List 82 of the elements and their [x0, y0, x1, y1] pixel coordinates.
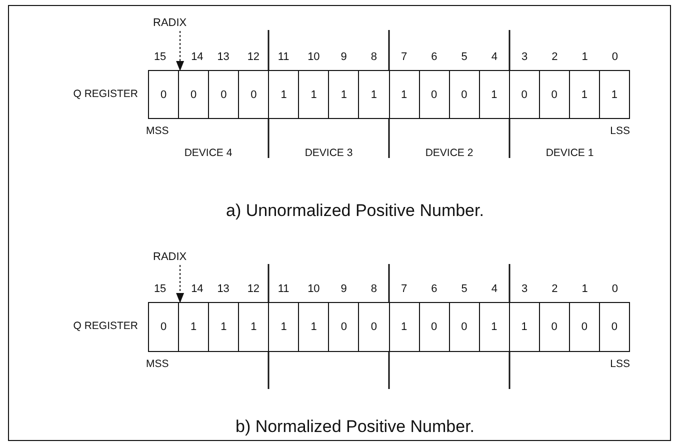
bit-cell: 0 [209, 71, 240, 118]
bit-number: 7 [401, 52, 408, 63]
bit-cell: 0 [450, 71, 480, 118]
bit-number: 0 [612, 284, 618, 295]
bit-cell: 1 [299, 303, 330, 351]
bit-number: 12 [247, 52, 260, 63]
bit-number: 6 [431, 284, 438, 295]
register-name: Q REGISTER [73, 321, 138, 332]
bit-number: 11 [278, 52, 290, 63]
bit-cell: 0 [600, 303, 629, 351]
bit-cell: 0 [570, 303, 600, 351]
bit-cell: 1 [299, 71, 330, 118]
bit-cell: 0 [510, 71, 540, 118]
bit-number: 5 [461, 284, 468, 295]
bit-number: 14 [191, 284, 204, 295]
bit-cell: 1 [269, 303, 300, 351]
bit-number: 13 [217, 52, 230, 63]
device-label: DEVICE 3 [304, 148, 353, 158]
bit-cell: 1 [480, 71, 510, 118]
bit-cell: 0 [149, 303, 180, 351]
bit-number: 3 [522, 52, 528, 63]
radix-label: RADIX [153, 18, 187, 29]
bit-number: 5 [461, 52, 468, 63]
bit-number: 12 [247, 284, 260, 295]
mss-label: MSS [146, 126, 169, 136]
bit-cell: 1 [179, 303, 210, 351]
radix-label: RADIX [153, 252, 187, 263]
bit-cell: 1 [269, 71, 300, 118]
bit-number: 3 [522, 284, 528, 295]
bit-cell: 0 [540, 71, 570, 118]
bit-cell: 1 [329, 71, 360, 118]
bit-number: 0 [612, 52, 618, 63]
bit-cell: 1 [480, 303, 510, 351]
bit-cell: 0 [359, 303, 390, 351]
bit-number: 6 [431, 52, 438, 63]
bit-number: 15 [154, 52, 166, 63]
bit-number: 8 [370, 52, 377, 63]
bit-cell: 0 [450, 303, 480, 351]
bit-number: 4 [491, 284, 498, 295]
register-box [148, 302, 630, 352]
bit-number: 11 [278, 284, 290, 295]
bit-cell: 1 [390, 303, 420, 351]
bit-number: 10 [308, 284, 320, 295]
bit-number: 1 [582, 52, 588, 63]
bit-number: 13 [217, 284, 230, 295]
bit-cell: 0 [149, 71, 180, 118]
bit-number: 2 [552, 52, 558, 63]
caption: b) Normalized Positive Number. [235, 418, 475, 435]
bit-cell: 1 [510, 303, 540, 351]
bit-number: 14 [191, 52, 204, 63]
bit-cell: 1 [239, 303, 270, 351]
caption: a) Unnormalized Positive Number. [226, 202, 484, 219]
device-label: DEVICE 1 [546, 148, 594, 158]
register-box [148, 70, 630, 119]
bit-number: 15 [154, 284, 166, 295]
bit-number: 1 [582, 284, 588, 295]
bit-cell: 0 [329, 303, 360, 351]
device-label: DEVICE 4 [184, 148, 232, 158]
bit-cell: 1 [359, 71, 390, 118]
bit-number: 2 [552, 284, 558, 295]
bit-number: 9 [340, 284, 347, 295]
mss-label: MSS [146, 359, 169, 370]
bit-number: 9 [340, 52, 347, 63]
bit-cell: 0 [239, 71, 270, 118]
bit-number: 8 [370, 284, 377, 295]
register-name: Q REGISTER [73, 88, 138, 99]
bit-number: 7 [401, 284, 408, 295]
bit-cell: 0 [179, 71, 210, 118]
bit-cell: 0 [420, 71, 450, 118]
device-label: DEVICE 2 [425, 148, 474, 158]
lss-label: LSS [610, 126, 630, 136]
bit-cell: 0 [420, 303, 450, 351]
lss-label: LSS [610, 359, 630, 370]
radix-arrow [176, 264, 184, 304]
bit-cell: 0 [540, 303, 570, 351]
bit-cell: 1 [209, 303, 240, 351]
bit-number: 10 [308, 52, 320, 63]
bit-cell: 1 [600, 71, 629, 118]
bit-cell: 1 [570, 71, 600, 118]
bit-number: 4 [491, 52, 498, 63]
bit-cell: 1 [390, 71, 420, 118]
radix-arrow [176, 30, 184, 72]
